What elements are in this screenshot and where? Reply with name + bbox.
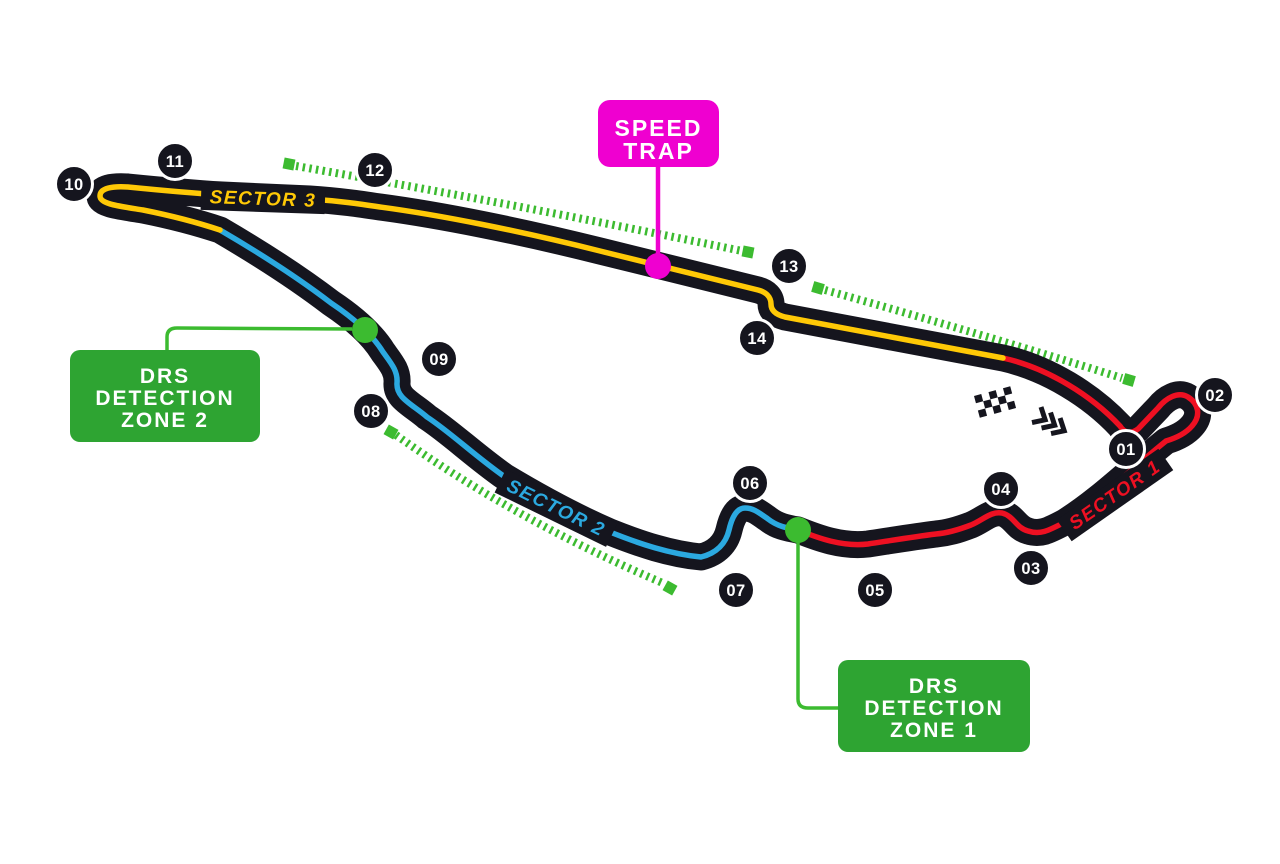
drs-zone-end-squares [282,157,1136,596]
speed-trap-label [598,100,719,167]
turn-number: 10 [64,176,83,194]
drs-square [383,424,399,440]
chevron [1050,417,1068,437]
turn-number: 11 [166,153,184,171]
drs-square [811,281,825,295]
turn-circle [716,570,756,610]
drs-square [662,580,678,596]
speed-trap-text-line1: SPEED [615,115,703,141]
turn-markers: 01 02 03 04 05 06 07 08 09 10 11 12 13 14 [54,141,1235,610]
sector-3-label-text: SECTOR 3 [209,187,316,212]
turn-marker-13: 13 [769,246,809,286]
drs-detection-dot-1 [785,517,811,543]
speed-trap-text-line2: TRAP [623,138,694,164]
drs-zone-1-text-line1: DRS [909,675,959,698]
turn-circle [730,463,770,503]
turn-circle [1106,429,1146,469]
turn-number: 07 [726,582,745,600]
speed-trap-dot [645,253,671,279]
turn-marker-02: 02 [1195,375,1235,415]
flag-cell [997,395,1007,405]
chevron [1031,406,1049,426]
turn-number: 12 [365,162,384,180]
direction-chevrons-icon [1031,406,1068,437]
turn-number: 06 [740,475,759,493]
track-outline [86,173,1212,571]
turn-number: 04 [991,481,1011,499]
turn-number: 03 [1021,560,1040,578]
turn-number: 14 [747,330,767,348]
drs-square [1122,373,1136,387]
turn-marker-12: 12 [355,150,395,190]
drs-zone-1-connector [796,540,838,710]
turn-circle [769,246,809,286]
drs-zone-2-text-line1: DRS [140,365,190,388]
sector-label-backing [494,469,618,547]
drs-zone-2-connector [165,326,353,352]
turn-marker-07: 07 [716,570,756,610]
sector-2-label-text: SECTOR 2 [503,476,608,542]
flag-cell [1006,400,1017,410]
turn-circle [351,391,391,431]
drs-zone-dash-bottom [393,431,667,588]
drs-detection-zone-2-label [70,350,260,442]
sector-label-backing [200,183,326,215]
sector-3-line [97,184,1006,361]
drs-square [282,157,296,171]
turn-marker-14: 14 [737,318,777,358]
turn-circle [155,141,195,181]
turn-circle [855,570,895,610]
turn-number: 13 [779,258,798,276]
sector-label-backing [1056,448,1174,542]
drs-square [741,245,755,259]
drs-detection-zone-1-label [838,660,1030,752]
turn-number: 05 [865,582,884,600]
turn-marker-09: 09 [419,339,459,379]
turn-circle [54,164,94,204]
checkered-flag-icon [974,386,1017,418]
turn-number: 01 [1116,441,1135,459]
flag-cell [1002,386,1013,396]
turn-marker-11: 11 [155,141,195,181]
drs-detection-zone-2-callout: DRS DETECTION ZONE 2 [70,317,378,442]
turn-circle [981,469,1021,509]
turn-marker-01: 01 [1106,429,1146,469]
turn-marker-10: 10 [54,164,94,204]
turn-marker-05: 05 [855,570,895,610]
flag-cell [983,399,993,409]
flag-cell [977,408,988,418]
drs-zone-dash-top-right [823,286,1124,382]
turn-number: 09 [429,351,448,369]
sector-3-label: SECTOR 3 [200,183,326,215]
turn-circle [355,150,395,190]
flag-cell [988,390,998,400]
speed-trap-callout: SPEED TRAP [598,100,719,279]
drs-zone-2-text-line3: ZONE 2 [121,409,209,432]
turn-circle [1195,375,1235,415]
turn-number: 02 [1205,387,1224,405]
turn-marker-04: 04 [981,469,1021,509]
flag-cell [974,394,984,404]
turn-number: 08 [361,403,380,421]
turn-marker-08: 08 [351,391,391,431]
turn-circle [1011,548,1051,588]
turn-circle [737,318,777,358]
turn-circle [419,339,459,379]
drs-detection-zone-1-callout: DRS DETECTION ZONE 1 [785,517,1030,752]
turn-marker-06: 06 [730,463,770,503]
drs-zone-2-text-line2: DETECTION [95,387,234,410]
drs-zone-1-text-line3: ZONE 1 [890,719,978,742]
chevron [1041,411,1058,431]
turn-marker-03: 03 [1011,548,1051,588]
flag-cell [992,404,1002,414]
drs-detection-dot-2 [352,317,378,343]
drs-zone-1-text-line2: DETECTION [864,697,1003,720]
